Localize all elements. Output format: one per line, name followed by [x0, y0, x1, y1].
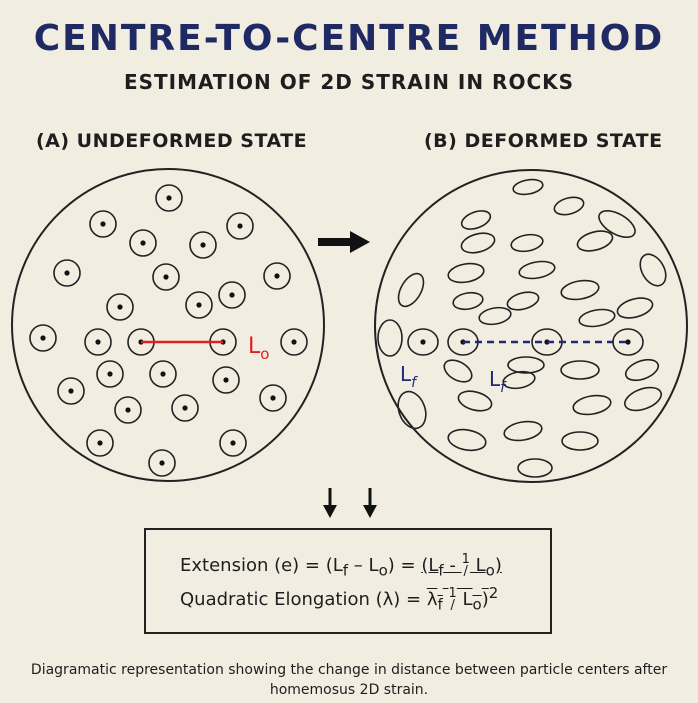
deformed-particle [510, 233, 544, 253]
particle-marker [84, 328, 112, 356]
deformed-particle [503, 420, 543, 442]
final-length-label-2: Lf [489, 367, 507, 396]
deformed-particle [460, 232, 496, 254]
deformed-particle [560, 279, 600, 301]
deformed-circle-boundary [374, 169, 688, 483]
particle-marker [263, 262, 291, 290]
particle-marker [259, 384, 287, 412]
particle-marker [86, 429, 114, 457]
caption: Diagramatic representation showing the c… [0, 660, 698, 700]
deformed-particle [560, 360, 600, 380]
deformed-particle [397, 272, 425, 308]
caption-line-1: Diagramatic representation showing the c… [30, 662, 668, 678]
deformed-particle [624, 386, 662, 412]
deformed-particle [639, 253, 667, 287]
down-arrow-icon [323, 488, 337, 518]
particle-marker [148, 449, 176, 477]
particle-marker [57, 377, 85, 405]
deformed-particle-marker [407, 328, 439, 356]
deformed-particle [578, 308, 616, 328]
deformed-particle [377, 319, 403, 357]
deformed-particle [553, 196, 585, 216]
particle-marker [185, 291, 213, 319]
deformed-particle [447, 428, 487, 452]
undeformed-panel: Lo [11, 168, 325, 482]
particle-marker [171, 394, 199, 422]
deformed-particle [443, 359, 473, 383]
caption-line-2: homemosus 2D strain. [269, 682, 429, 698]
deformed-particle [561, 431, 599, 451]
particle-marker [114, 396, 142, 424]
panel-b-label: (B) DEFORMED STATE [424, 130, 663, 152]
deformed-particle [452, 291, 484, 311]
panel-a-label: (A) UNDEFORMED STATE [36, 130, 308, 152]
particle-marker [129, 229, 157, 257]
particle-marker [29, 324, 57, 352]
deformed-particle [512, 178, 544, 196]
particle-marker [96, 360, 124, 388]
deformed-particle [598, 209, 636, 239]
deformed-particle [624, 358, 660, 382]
equation-box: Extension (e) = (Lf – Lo) = (Lf - 1/ Lo)… [144, 528, 552, 634]
particle-marker [218, 281, 246, 309]
deformed-particle [397, 390, 427, 430]
deformed-particle [507, 356, 545, 374]
particle-marker [149, 360, 177, 388]
particle-marker [53, 259, 81, 287]
extension-equation: Extension (e) = (Lf – Lo) = (Lf - 1/ Lo) [180, 552, 502, 580]
deformed-particle [517, 458, 553, 478]
particle-marker [106, 293, 134, 321]
particle-marker [226, 212, 254, 240]
deformed-particle [518, 260, 556, 280]
deformed-particle [460, 210, 492, 230]
deformed-particle [572, 394, 612, 416]
deformed-particle [478, 306, 512, 326]
particle-marker [89, 210, 117, 238]
deformed-particle [457, 390, 493, 412]
deformed-particle [447, 262, 485, 284]
particle-marker [280, 328, 308, 356]
page-subtitle: ESTIMATION OF 2D STRAIN IN ROCKS [123, 70, 575, 94]
original-length-label: Lo [248, 334, 269, 363]
undeformed-circle-boundary [11, 168, 325, 482]
deformed-particle [576, 230, 614, 252]
right-arrow-icon [318, 231, 370, 253]
particle-marker [152, 263, 180, 291]
quadratic-elongation-equation: Quadratic Elongation (λ) = λf 1/ Lo)2 [180, 584, 499, 614]
down-arrow-icon [363, 488, 377, 518]
particle-marker [219, 429, 247, 457]
deformed-particle [506, 291, 540, 311]
deformed-particle [616, 297, 654, 319]
deformed-panel: Lf Lf [374, 169, 688, 483]
final-length-label-1: Lf [400, 362, 418, 391]
particle-marker [212, 366, 240, 394]
deformed-particle [502, 370, 536, 390]
page-title: CENTRE-TO-CENTRE METHOD [33, 18, 665, 59]
particle-marker [189, 231, 217, 259]
particle-marker [155, 184, 183, 212]
